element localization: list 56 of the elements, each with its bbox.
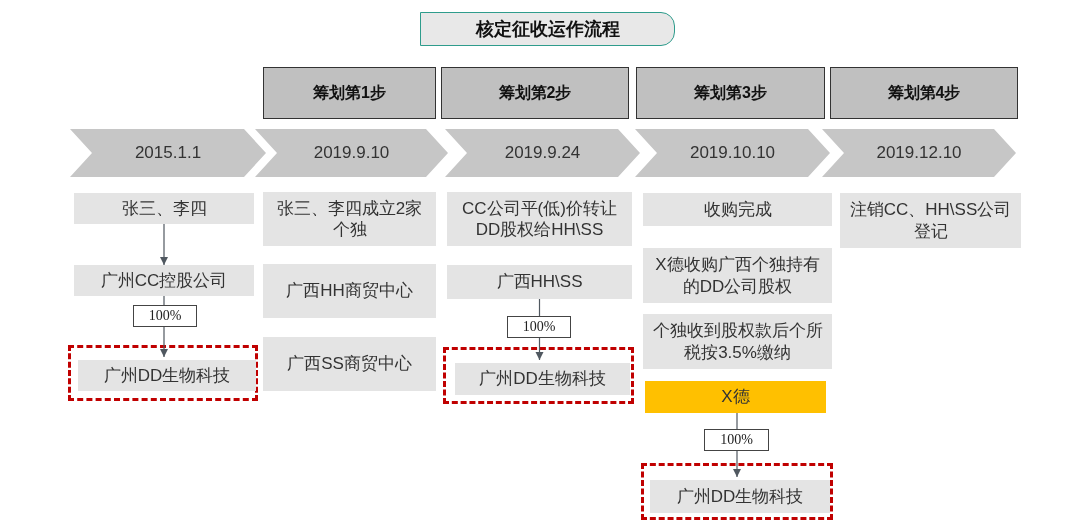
node-label: 广州DD生物科技 [675,485,805,508]
node-label: 张三、李四 [120,197,208,220]
step-header [636,67,825,119]
text-box [263,192,436,246]
date-banner [822,129,1016,177]
node-label: 张三、李四成立2家个独 [275,197,424,241]
node-label: 2019.10.10 [688,142,777,164]
node-label: CC公司平(低)价转让DD股权给HH\SS [461,197,618,241]
node-label: 2019.12.10 [875,142,963,164]
step-header [441,67,629,119]
date-banner [445,129,640,177]
arrow [159,223,169,266]
node-label: 2019.9.10 [312,142,391,164]
node-label: 广州DD生物科技 [478,368,607,390]
text-box [78,360,256,391]
text-box [447,265,632,299]
text-box [447,192,632,246]
edge-label: 100% [704,429,769,451]
text-box [74,193,254,224]
text-box [643,193,832,226]
highlight-box [645,381,826,413]
text-box [643,314,832,369]
date-banner [635,129,830,177]
edge-label: 100% [133,305,197,327]
node-label: 广西HH商贸中心 [285,280,414,302]
text-box [840,193,1021,248]
node-label: 收购完成 [702,198,773,221]
text-box [650,480,830,513]
node-label: 筹划第3步 [693,83,768,103]
edge-label: 100% [507,316,571,338]
node-label: 个独收到股权款后个所税按3.5%缴纳 [651,320,824,363]
date-banner [255,129,448,177]
node-label: 广西HH\SS [495,271,584,293]
node-label: 筹划第2步 [497,83,573,103]
text-box [263,337,436,391]
node-label: 2015.1.1 [133,142,203,164]
node-label: X德 [720,386,751,408]
date-banner [70,129,266,177]
dashed-frame [68,345,258,401]
text-box [263,264,436,318]
text-box [74,265,254,296]
step-header [830,67,1018,119]
step-header [263,67,436,119]
dashed-frame [443,347,634,404]
node-label: 筹划第1步 [312,83,387,103]
node-label: 广州CC控股公司 [99,269,229,292]
node-label: 2019.9.24 [503,142,582,164]
node-label: X德收购广西个独持有的DD公司股权 [654,254,821,297]
node-label: 筹划第4步 [886,83,962,103]
text-box [643,248,832,303]
dashed-frame [641,463,833,520]
text-box [455,363,630,395]
title: 核定征收运作流程 [420,12,675,46]
node-label: 广州DD生物科技 [102,364,232,387]
node-label: 广西SS商贸中心 [286,353,413,375]
node-label: 注销CC、HH\SS公司登记 [848,199,1013,242]
